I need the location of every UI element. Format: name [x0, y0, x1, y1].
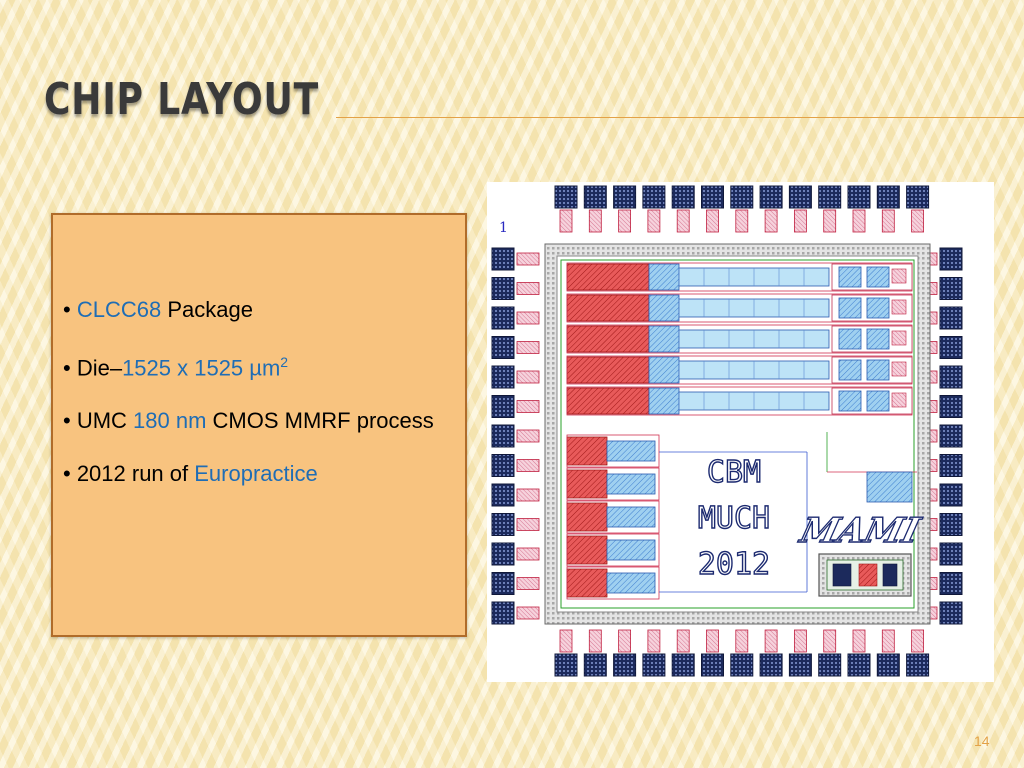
chip-corner-label: 1 [499, 220, 508, 236]
bond-pads [491, 185, 963, 677]
die-size: 1525 x 1525 µm [122, 355, 281, 381]
package-text: Package [161, 297, 253, 322]
run-prefix: • 2012 run of [63, 461, 195, 487]
die-prefix: • Die– [63, 355, 123, 381]
process-prefix: • UMC [63, 408, 134, 434]
chip-logo-mark: MAMI [795, 511, 925, 550]
bullet-prefix: • [63, 297, 77, 322]
package-highlight: CLCC68 [76, 297, 162, 322]
process-node: 180 nm [133, 408, 207, 434]
chip-layout-drawing: 1 CBM MUCH 2012 MAMI [491, 185, 963, 677]
bullet-package: • CLCC68 Package [63, 299, 459, 321]
bullet-die: • Die–1525 x 1525 µm2 [63, 351, 459, 379]
bullet-list: • CLCC68 Package • Die–1525 x 1525 µm2 •… [63, 299, 459, 515]
bullet-run: • 2012 run of Europractice [63, 463, 459, 485]
die-superscript: 2 [280, 354, 289, 370]
chip-core [544, 243, 931, 625]
page-number: 14 [974, 733, 990, 749]
chip-logo-line-2: MUCH [698, 501, 770, 536]
bullet-box: • CLCC68 Package • Die–1525 x 1525 µm2 •… [51, 213, 467, 637]
slide-title: CHIP LAYOUT [44, 74, 320, 125]
chip-logo-line-1: CBM [707, 455, 761, 490]
run-highlight: Europractice [194, 461, 318, 487]
title-rule [336, 117, 1024, 118]
chip-logo-line-3: 2012 [698, 547, 770, 582]
bullet-process: • UMC 180 nm CMOS MMRF process [63, 395, 459, 447]
chip-layout-image: 1 CBM MUCH 2012 MAMI [487, 182, 994, 682]
process-text: CMOS MMRF process [206, 408, 434, 434]
